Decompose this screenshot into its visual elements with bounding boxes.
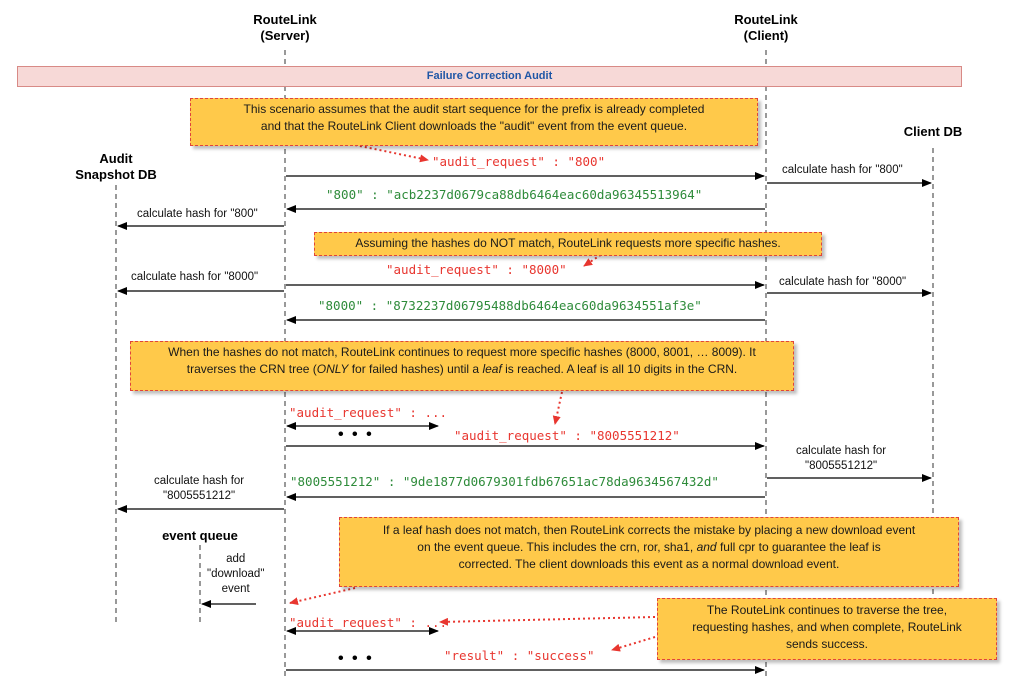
- action-client-calc-leaf-line1: calculate hash for: [796, 445, 887, 457]
- participant-server-name: RouteLink: [253, 12, 317, 27]
- note-success-line3: sends success.: [785, 637, 869, 651]
- action-add-line1: add: [226, 553, 246, 565]
- action-add-download-event: add "download" event: [207, 552, 264, 597]
- note-success-line2: requesting hashes, and when complete, Ro…: [692, 620, 962, 634]
- action-add-line2: "download": [207, 568, 265, 580]
- note-traverse-line2-a: traverses the CRN tree (: [186, 362, 317, 376]
- note-success-line1: The RouteLink continues to traverse the …: [706, 603, 948, 617]
- message-hash-leaf: "8005551212" : "9de1877d0679301fdb67651a…: [290, 474, 719, 489]
- ellipsis-dots-2: • • •: [338, 650, 374, 667]
- note-assume-mismatch: Assuming the hashes do NOT match, RouteL…: [314, 232, 822, 256]
- message-audit-request-8000: "audit_request" : "8000": [386, 262, 567, 277]
- note-traverse-only: ONLY: [316, 362, 349, 376]
- note-traverse-line2: traverses the CRN tree (ONLY for failed …: [137, 361, 787, 378]
- participant-server: RouteLink (Server): [235, 12, 335, 44]
- note-traverse-leaf: leaf: [482, 362, 502, 376]
- note-leaf-line2: on the event queue. This includes the cr…: [346, 539, 952, 556]
- participant-client-name: RouteLink: [734, 12, 798, 27]
- message-audit-request-leaf: "audit_request" : "8005551212": [454, 428, 680, 443]
- participant-audit-db-line2: Snapshot DB: [75, 167, 157, 182]
- action-server-calc-leaf: calculate hash for "8005551212": [154, 474, 244, 504]
- action-client-calc-8000: calculate hash for "8000": [779, 276, 907, 288]
- action-server-calc-leaf-line2: "8005551212": [163, 490, 236, 502]
- message-audit-request-ellipsis-2: "audit_request" : ...: [289, 615, 448, 630]
- note5-pointer-b: [611, 636, 656, 652]
- action-server-calc-800: calculate hash for "800": [137, 208, 258, 220]
- note-leaf-line3: corrected. The client downloads this eve…: [458, 557, 840, 571]
- message-result-success: "result" : "success": [444, 648, 595, 663]
- ellipsis-dots-1: • • •: [338, 426, 374, 443]
- note5-pointer-a: [439, 616, 656, 626]
- note2-pointer: [583, 251, 606, 267]
- note-leaf-correction: If a leaf hash does not match, then Rout…: [339, 517, 959, 587]
- participant-client: RouteLink (Client): [716, 12, 816, 44]
- action-client-calc-800: calculate hash for "800": [782, 164, 903, 176]
- note-success: The RouteLink continues to traverse the …: [657, 598, 997, 660]
- note-leaf-line2-b: full cpr to guarantee the leaf is: [716, 540, 881, 554]
- participant-client-db: Client DB: [903, 124, 963, 139]
- note-leaf-line1: If a leaf hash does not match, then Rout…: [382, 523, 916, 537]
- message-hash-800: "800" : "acb2237d0679ca88db6464eac60da96…: [326, 187, 703, 202]
- action-client-calc-leaf-line2: "8005551212": [805, 460, 878, 472]
- participant-server-role: (Server): [260, 28, 310, 43]
- note-traverse-tree: When the hashes do not match, RouteLink …: [130, 341, 794, 391]
- action-add-line3: event: [221, 583, 250, 595]
- note-leaf-line2-a: on the event queue. This includes the cr…: [417, 540, 697, 554]
- note-traverse-line2-c: is reached. A leaf is all 10 digits in t…: [501, 362, 738, 376]
- action-client-calc-leaf: calculate hash for "8005551212": [796, 444, 886, 474]
- participant-event-queue: event queue: [162, 528, 238, 543]
- action-server-calc-8000: calculate hash for "8000": [131, 271, 259, 283]
- note-scenario-line1: This scenario assumes that the audit sta…: [243, 102, 705, 116]
- message-hash-8000: "8000" : "8732237d06795488db6464eac60da9…: [318, 298, 702, 313]
- note-leaf-and: and: [696, 540, 717, 554]
- participant-client-role: (Client): [743, 28, 789, 43]
- note-scenario-line2: and that the RouteLink Client downloads …: [260, 119, 688, 133]
- participant-audit-db-line1: Audit: [99, 151, 133, 166]
- note-scenario: This scenario assumes that the audit sta…: [190, 98, 758, 146]
- note1-pointer: [354, 144, 429, 163]
- note4-pointer: [289, 587, 356, 606]
- note-traverse-line2-b: for failed hashes) until a: [348, 362, 483, 376]
- participant-audit-db: Audit Snapshot DB: [66, 151, 166, 183]
- note3-pointer: [552, 391, 563, 425]
- message-audit-request-ellipsis-1: "audit_request" : ...: [289, 405, 448, 420]
- note-traverse-line1: When the hashes do not match, RouteLink …: [168, 345, 756, 359]
- message-audit-request-800: "audit_request" : "800": [432, 154, 606, 169]
- section-banner: Failure Correction Audit: [17, 66, 962, 87]
- action-server-calc-leaf-line1: calculate hash for: [154, 475, 245, 487]
